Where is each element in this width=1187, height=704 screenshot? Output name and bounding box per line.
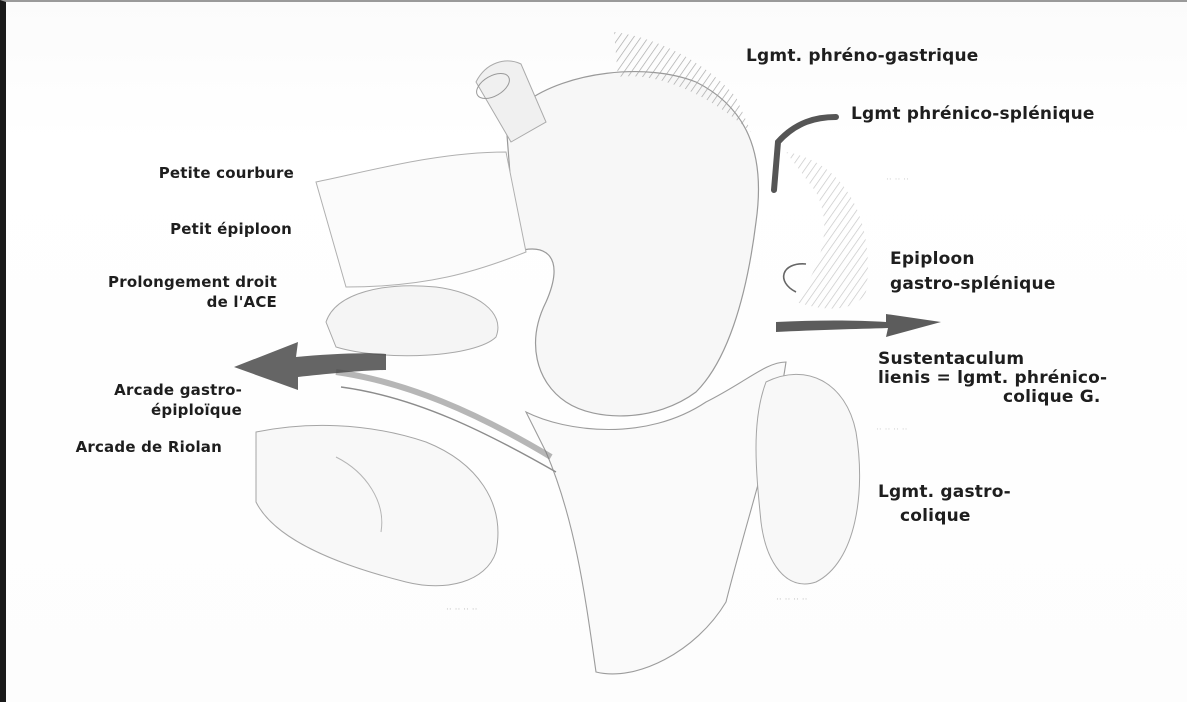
- label-line: épiploïque: [114, 400, 242, 420]
- label-epiploon-gastro-splenique: Epiploon gastro-splénique: [890, 249, 1056, 295]
- label-phrenico-splenique: Lgmt phrénico-splénique: [851, 104, 1095, 125]
- label-line: Prolongement droit: [108, 272, 277, 292]
- label-sustentaculum: Sustentaculum lienis = lgmt. phrénico- c…: [878, 350, 1107, 407]
- gastro-splenic-omentum: [786, 152, 868, 309]
- label-line: colique: [878, 504, 1011, 528]
- label-arcade-riolan: Arcade de Riolan: [76, 437, 222, 457]
- svg-text:·· ·· ··: ·· ·· ··: [886, 175, 909, 185]
- label-petite-courbure: Petite courbure: [159, 163, 294, 183]
- label-line: Epiploon: [890, 249, 1056, 270]
- svg-text:·· ·· ·· ··: ·· ·· ·· ··: [446, 605, 477, 615]
- label-petit-epiploon: Petit épiploon: [170, 219, 292, 239]
- right-prolongation: [326, 286, 498, 356]
- svg-text:·· ·· ·· ··: ·· ·· ·· ··: [776, 595, 807, 605]
- label-phreno-gastrique: Lgmt. phréno-gastrique: [746, 46, 979, 67]
- curved-arrow: [784, 264, 806, 292]
- label-prolongement: Prolongement droit de l'ACE: [108, 272, 277, 312]
- label-line: Arcade gastro-: [114, 380, 242, 400]
- label-line: Lgmt. gastro-: [878, 480, 1011, 504]
- transverse-colon-left: [256, 425, 498, 585]
- lesser-omentum: [316, 152, 526, 287]
- svg-text:·· ·· ·· ··: ·· ·· ·· ··: [876, 425, 907, 435]
- label-line: de l'ACE: [108, 292, 277, 312]
- right-arrow: [776, 314, 941, 337]
- label-line: gastro-splénique: [890, 274, 1056, 295]
- label-arcade-gastro-epiploique: Arcade gastro- épiploïque: [114, 380, 242, 420]
- label-line: Sustentaculum: [878, 350, 1107, 369]
- label-line: colique G.: [878, 388, 1107, 407]
- colon-right: [756, 374, 860, 584]
- label-gastro-colique: Lgmt. gastro- colique: [878, 480, 1011, 528]
- label-line: lienis = lgmt. phrénico-: [878, 369, 1107, 388]
